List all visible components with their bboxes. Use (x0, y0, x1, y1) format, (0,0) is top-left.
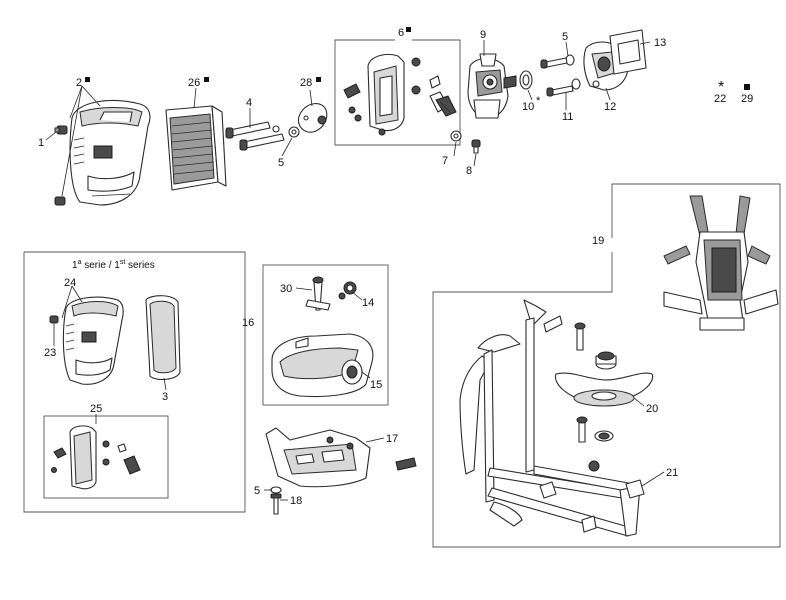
leader-lines (45, 40, 665, 501)
fuel-tank-15 (271, 333, 374, 397)
long-screws-4 (225, 121, 285, 151)
callout-9: 9 (480, 29, 486, 41)
square-marker (406, 27, 411, 32)
callout-13: 13 (654, 37, 666, 49)
callout-3: 3 (162, 391, 168, 403)
callout-22: 22 (714, 93, 726, 105)
callout-26: 26 (188, 77, 200, 89)
first-series-title: 1a serie / 1st series (72, 259, 155, 271)
air-filter-element-26 (165, 105, 227, 191)
callout-5: 5 (562, 31, 568, 43)
square-marker (204, 77, 209, 82)
callout-14: 14 (362, 297, 374, 309)
rubber-block (395, 457, 417, 471)
callout-24: 24 (64, 277, 76, 289)
callout-28: 28 (300, 77, 312, 89)
screw-8 (471, 139, 481, 154)
callout-15: 15 (370, 379, 382, 391)
backpack-frame-21 (459, 299, 645, 537)
gasket-sheet-13 (609, 29, 647, 75)
harness-19 (663, 195, 779, 331)
gasket-10 (519, 70, 533, 90)
fuel-cap-14 (338, 281, 357, 300)
air-box-25 (51, 425, 141, 490)
callout-23: 23 (44, 347, 56, 359)
washer-5b (270, 486, 282, 494)
callout-30: 30 (280, 283, 292, 295)
frame-group-25 (43, 415, 169, 499)
callout-10: 10 (522, 101, 534, 113)
callout-20: 20 (646, 403, 658, 415)
callout-labels: 1 2 26 4 5 28 6 9 5 13 10 * 11 12 7 8 22… (38, 27, 753, 507)
frame-group-6 (334, 39, 461, 146)
asterisk-10: * (536, 95, 541, 107)
callout-5: 5 (254, 485, 260, 497)
callout-2: 2 (76, 77, 82, 89)
washer-7 (450, 130, 462, 142)
frame-group-16 (262, 264, 389, 406)
callout-4: 4 (246, 97, 252, 109)
callout-12: 12 (604, 101, 616, 113)
callout-7: 7 (442, 155, 448, 167)
callout-6: 6 (398, 27, 404, 39)
air-filter-cover-2 (69, 99, 151, 206)
gasket-plate-28 (297, 103, 328, 133)
frame-group-1st-series (23, 251, 246, 513)
tank-bracket-17 (265, 427, 371, 488)
callout-5: 5 (278, 157, 284, 169)
callout-21: 21 (666, 467, 678, 479)
callout-25: 25 (90, 403, 102, 415)
screws-11 (540, 57, 574, 97)
pivot-plate-20 (554, 322, 654, 472)
bolt-1b (54, 196, 66, 206)
callout-19: 19 (592, 235, 604, 247)
callout-11: 11 (562, 111, 573, 123)
bolt-23 (49, 315, 59, 324)
square-marker-29 (744, 84, 750, 90)
asterisk-marker-22: * (718, 79, 724, 96)
callout-29: 29 (741, 93, 753, 105)
square-marker (316, 77, 321, 82)
air-box-6 (343, 53, 457, 136)
callout-18: 18 (290, 495, 302, 507)
screw-18 (270, 493, 282, 515)
square-marker (85, 77, 90, 82)
callout-16: 16 (242, 317, 254, 329)
washer-5a (288, 126, 300, 138)
carburetor-9 (467, 53, 517, 119)
air-filter-cover-24 (62, 296, 124, 385)
callout-8: 8 (466, 165, 472, 177)
fuel-line-30 (305, 276, 331, 311)
callout-1: 1 (38, 137, 44, 149)
filter-sponge-3 (145, 295, 181, 381)
bolt-1 (54, 125, 68, 135)
callout-17: 17 (386, 433, 398, 445)
frame-group-19-21 (432, 183, 781, 548)
washer-5c (565, 54, 581, 90)
